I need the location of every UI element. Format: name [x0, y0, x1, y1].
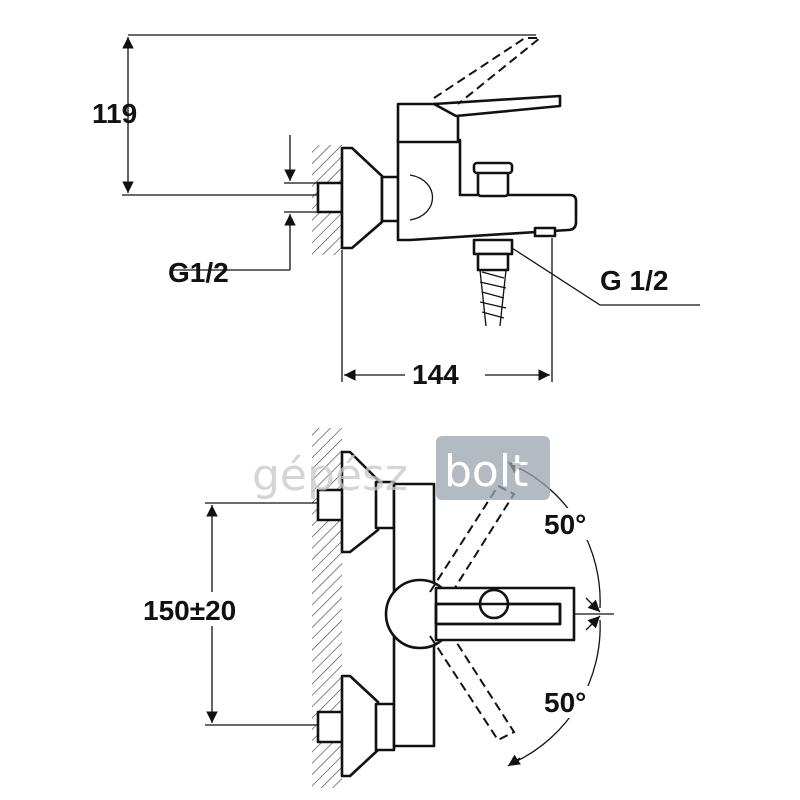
upper-escutcheon [340, 450, 380, 554]
spout-nozzle-side [533, 226, 557, 238]
angle-arrow-center-down [585, 615, 601, 631]
hose-nut-side [476, 252, 510, 272]
angle-arrow-center-up [585, 597, 601, 613]
mixer-body-side [396, 138, 578, 242]
watermark-box [436, 436, 550, 500]
angle-lower-label: 50° [544, 687, 586, 718]
hose-connector-side [472, 238, 514, 256]
side-view: 119 G1/2 G 1/2 [92, 34, 700, 390]
diverter-cap-side [472, 161, 514, 175]
hose-edge-right [499, 269, 507, 327]
centers-label-bg [140, 592, 280, 626]
inlet-stub-side [316, 181, 344, 214]
centers-label: 150±20 [143, 595, 236, 626]
watermark-logo: gépész bolt [252, 436, 550, 501]
lower-escutcheon [340, 674, 380, 778]
hose-spiral-side [479, 271, 507, 319]
lower-inlet-stub [316, 710, 346, 744]
body-curve-side [409, 174, 434, 221]
lever-handle-side [432, 94, 562, 118]
lever-outline-top [434, 602, 562, 626]
angle-upper-bg [538, 508, 608, 540]
watermark-text-1: gépész [252, 450, 408, 501]
angle-arrow-lower-end [507, 754, 521, 767]
width-label-bg [405, 358, 485, 388]
lever-alt-upper [429, 484, 516, 603]
lever-alt-position [433, 37, 543, 105]
top-view: 150±20 50° 50° [140, 428, 614, 788]
lever-alt-lower [429, 625, 516, 742]
angle-upper-label: 50° [544, 509, 586, 540]
outlet-label: G 1/2 [600, 265, 668, 296]
inlet-label: G1/2 [168, 257, 229, 288]
angle-lower-bg [538, 686, 608, 718]
width-label: 144 [412, 359, 459, 390]
escutcheon-side [340, 146, 384, 250]
hose-edge-left [479, 269, 487, 327]
watermark-text-2: bolt [444, 446, 528, 497]
lower-nut [374, 702, 396, 752]
height-label: 119 [92, 98, 137, 129]
outlet-leader [511, 247, 700, 306]
